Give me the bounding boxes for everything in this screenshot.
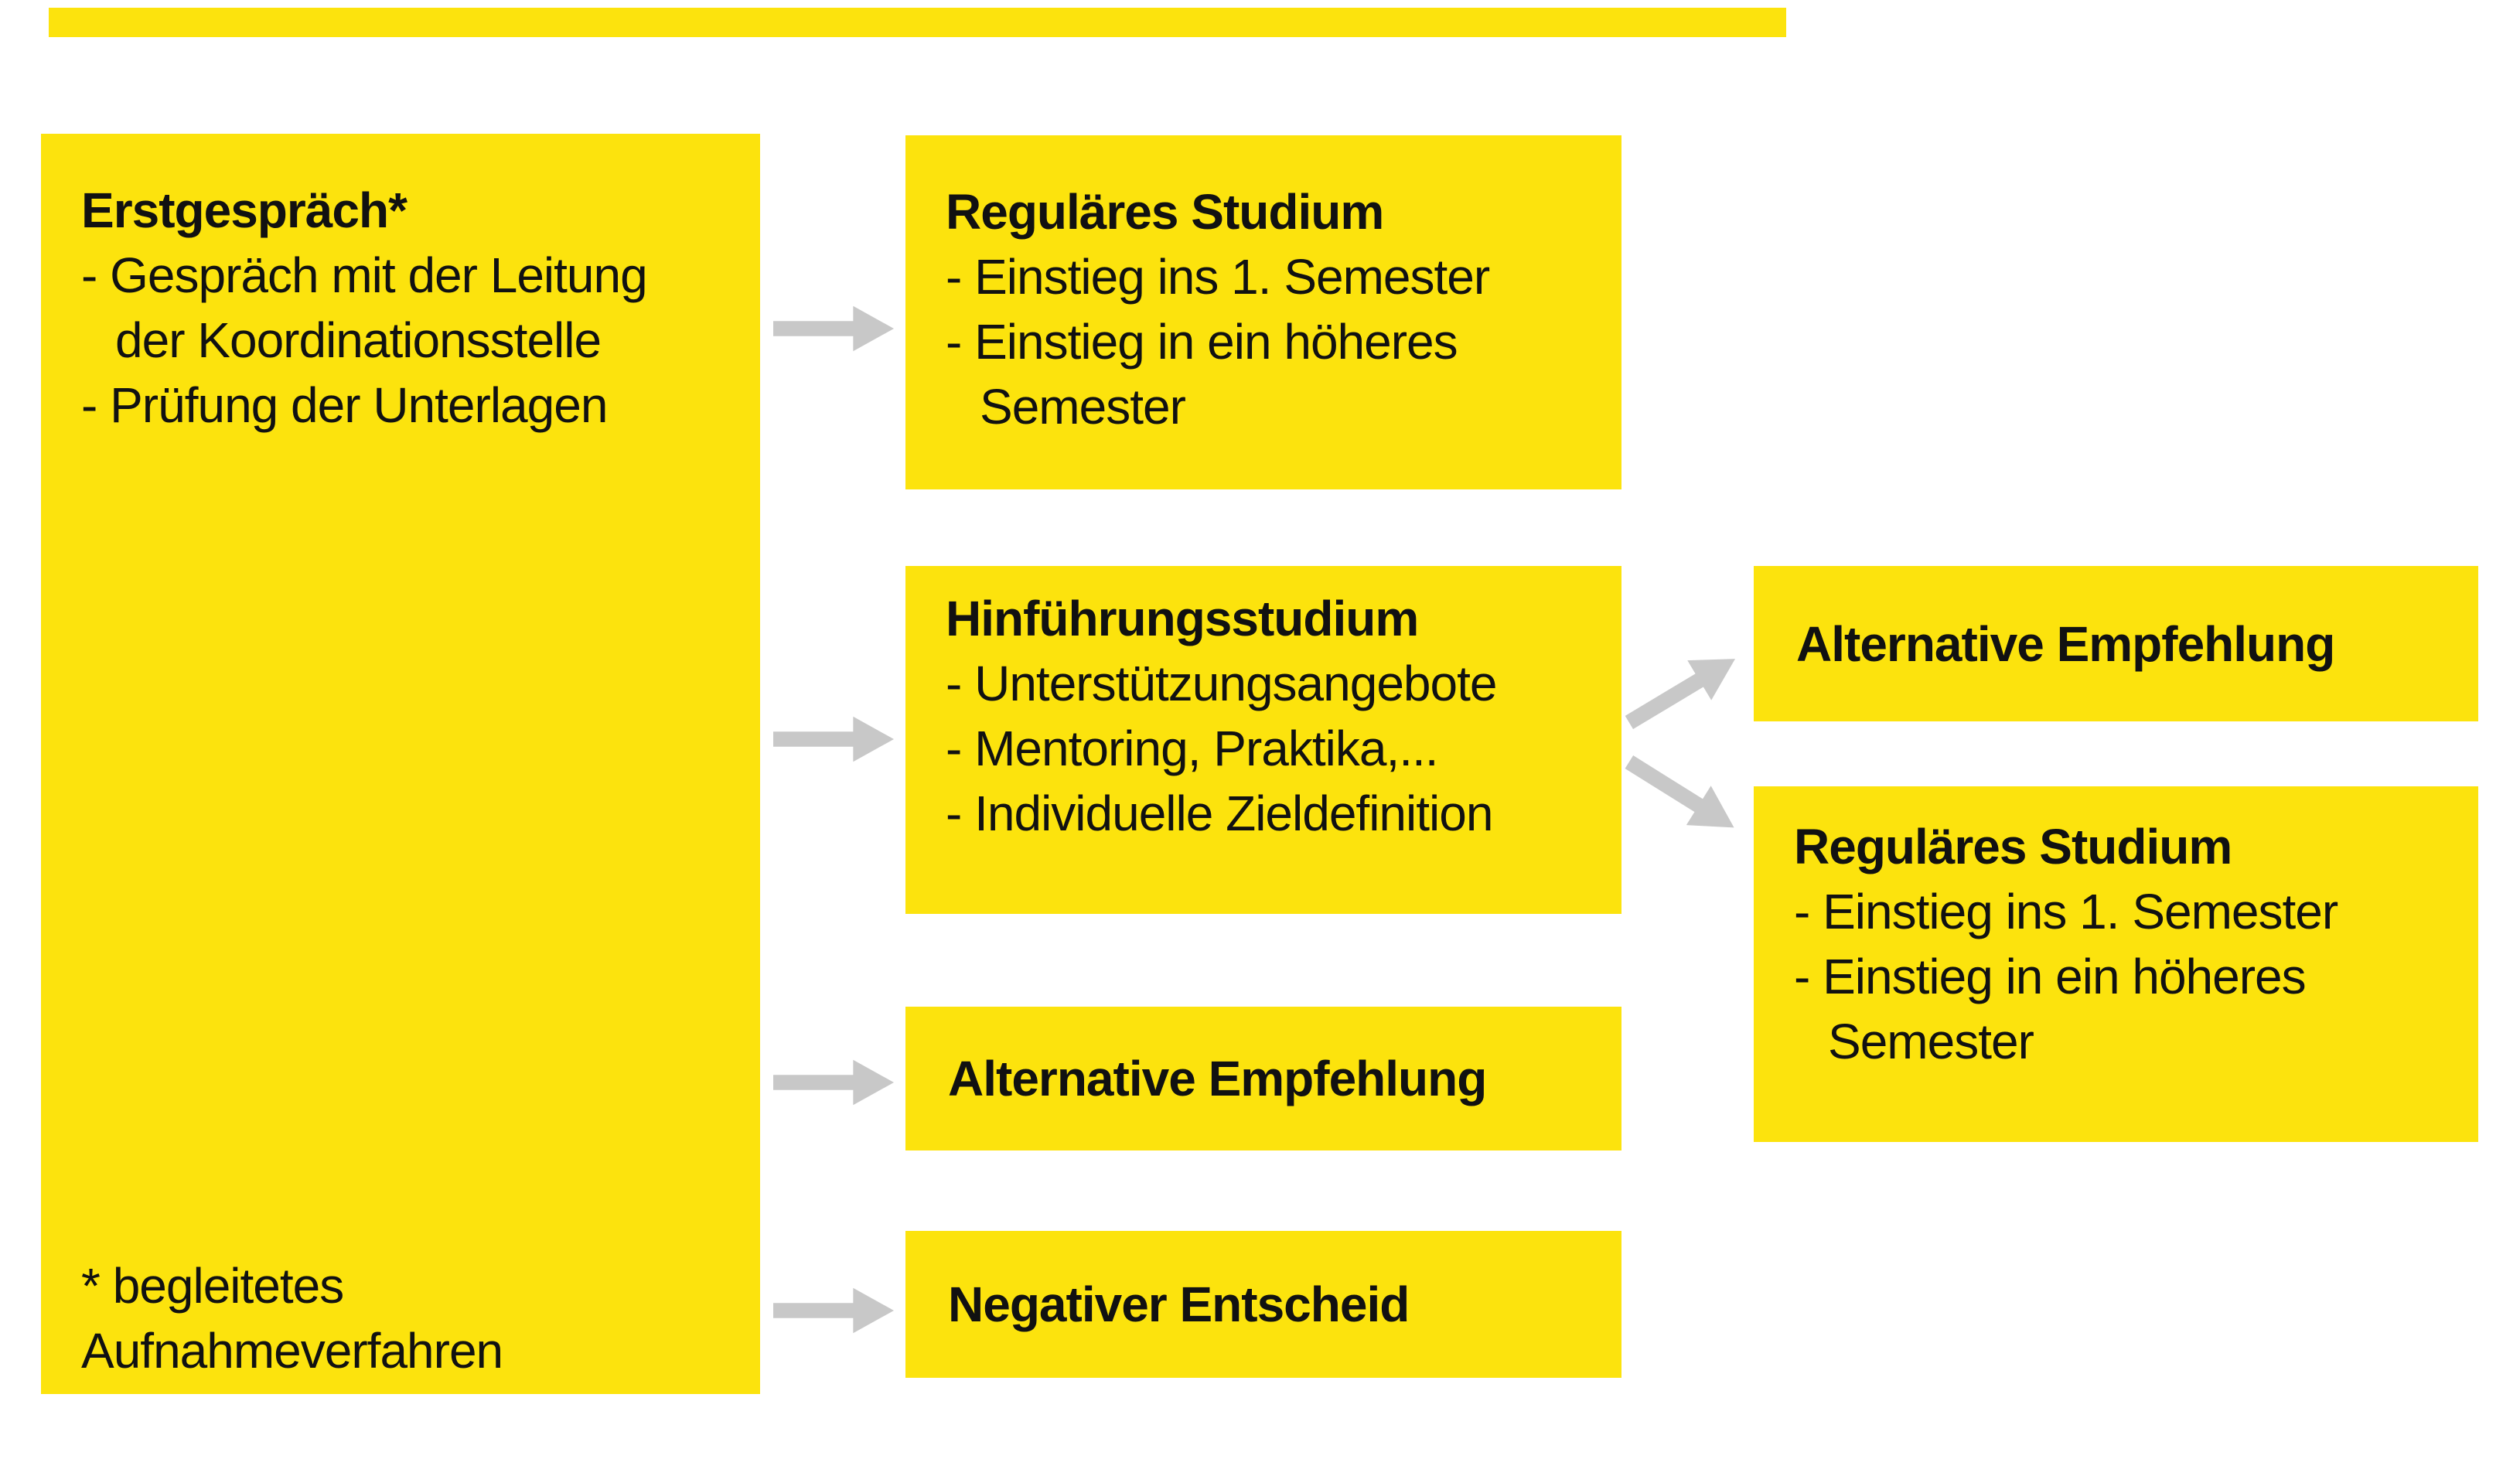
arrow-right-icon	[773, 716, 894, 762]
footnote-line: Aufnahmeverfahren	[81, 1323, 503, 1379]
bullet-line: - Unterstützungsangebote	[946, 656, 1497, 711]
footnote-line: * begleitetes	[81, 1258, 344, 1314]
box-regulaeres-studium-rechts-text: Reguläres Studium - Einstieg ins 1. Seme…	[1794, 814, 2463, 1074]
box-regulaeres-studium-rechts: Reguläres Studium - Einstieg ins 1. Seme…	[1754, 786, 2478, 1142]
bullet-line-continuation: Semester	[1828, 1014, 2034, 1069]
box-alternative-empfehlung-rechts-title: Alternative Empfehlung	[1796, 615, 2335, 672]
bullet-line-continuation: Semester	[980, 379, 1186, 435]
bullet-line-continuation: der Koordinationsstelle	[115, 312, 602, 368]
arrow-right-icon	[773, 1059, 894, 1106]
arrow-down-right-icon	[1616, 742, 1747, 848]
box-hinfuehrungsstudium-text: Hinführungsstudium - Unterstützungsangeb…	[946, 586, 1606, 846]
box-negativer-entscheid: Negativer Entscheid	[905, 1231, 1621, 1378]
bullet-line: - Individuelle Zieldefinition	[946, 786, 1493, 841]
footnote: * begleitetes Aufnahmeverfahren	[81, 1253, 503, 1383]
box-hinfuehrungsstudium-title: Hinführungsstudium	[946, 591, 1419, 646]
box-regulaeres-studium-mitte-text: Reguläres Studium - Einstieg ins 1. Seme…	[946, 179, 1606, 439]
bullet-line: - Einstieg ins 1. Semester	[1794, 884, 2338, 939]
arrow-up-right-icon	[1617, 639, 1748, 743]
box-alternative-empfehlung-mitte-title: Alternative Empfehlung	[948, 1051, 1487, 1106]
bullet-line: - Einstieg in ein höheres	[946, 314, 1458, 370]
arrow-right-icon	[773, 1287, 894, 1334]
bullet-line: - Mentoring, Praktika,...	[946, 721, 1439, 776]
bullet-line: - Gespräch mit der Leitung	[81, 247, 648, 303]
box-alternative-empfehlung-mitte: Alternative Empfehlung	[905, 1007, 1621, 1150]
box-erstgespraech: Erstgespräch* - Gespräch mit der Leitung…	[41, 134, 760, 1394]
box-regulaeres-studium-mitte-title: Reguläres Studium	[946, 184, 1384, 240]
box-regulaeres-studium-mitte: Reguläres Studium - Einstieg ins 1. Seme…	[905, 135, 1621, 489]
bullet-line: - Einstieg ins 1. Semester	[946, 249, 1490, 305]
box-hinfuehrungsstudium: Hinführungsstudium - Unterstützungsangeb…	[905, 566, 1621, 914]
box-alternative-empfehlung-rechts: Alternative Empfehlung	[1754, 566, 2478, 721]
box-negativer-entscheid-title: Negativer Entscheid	[948, 1277, 1410, 1332]
box-erstgespraech-text: Erstgespräch* - Gespräch mit der Leitung…	[81, 178, 745, 438]
box-regulaeres-studium-rechts-title: Reguläres Studium	[1794, 819, 2232, 874]
box-erstgespraech-title: Erstgespräch*	[81, 182, 407, 238]
bullet-line: - Einstieg in ein höheres	[1794, 949, 2307, 1004]
arrow-right-icon	[773, 305, 894, 352]
bullet-line: - Prüfung der Unterlagen	[81, 377, 608, 433]
top-banner-cutoff-box	[49, 8, 1786, 37]
